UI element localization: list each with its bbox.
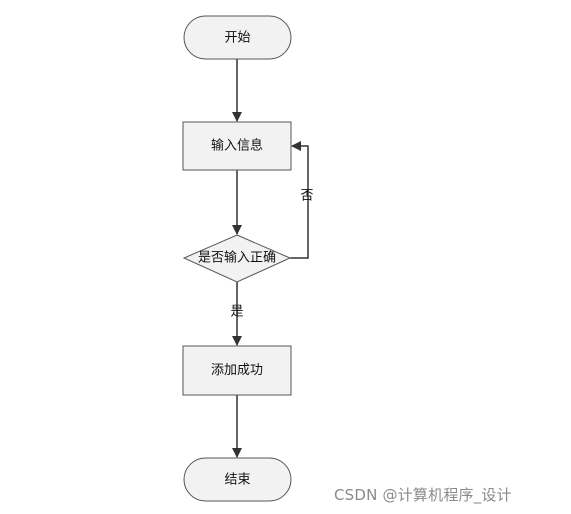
node-start-label: 开始: [224, 31, 250, 46]
node-success: 添加成功: [182, 345, 292, 396]
edge-decision-no-to-input: [290, 141, 309, 259]
node-end-label: 结束: [224, 473, 250, 488]
csdn-watermark: CSDN @计算机程序_设计: [334, 486, 512, 504]
node-success-label: 添加成功: [211, 363, 263, 378]
node-start: 开始: [183, 15, 292, 60]
edge-label-yes: 是: [230, 305, 243, 320]
node-end: 结束: [183, 457, 292, 502]
node-decision-label: 是否输入正确: [198, 250, 276, 266]
node-input: 输入信息: [182, 121, 292, 171]
node-input-label: 输入信息: [211, 138, 263, 154]
node-decision: 是否输入正确: [182, 234, 292, 283]
edge-label-no: 否: [300, 189, 313, 204]
